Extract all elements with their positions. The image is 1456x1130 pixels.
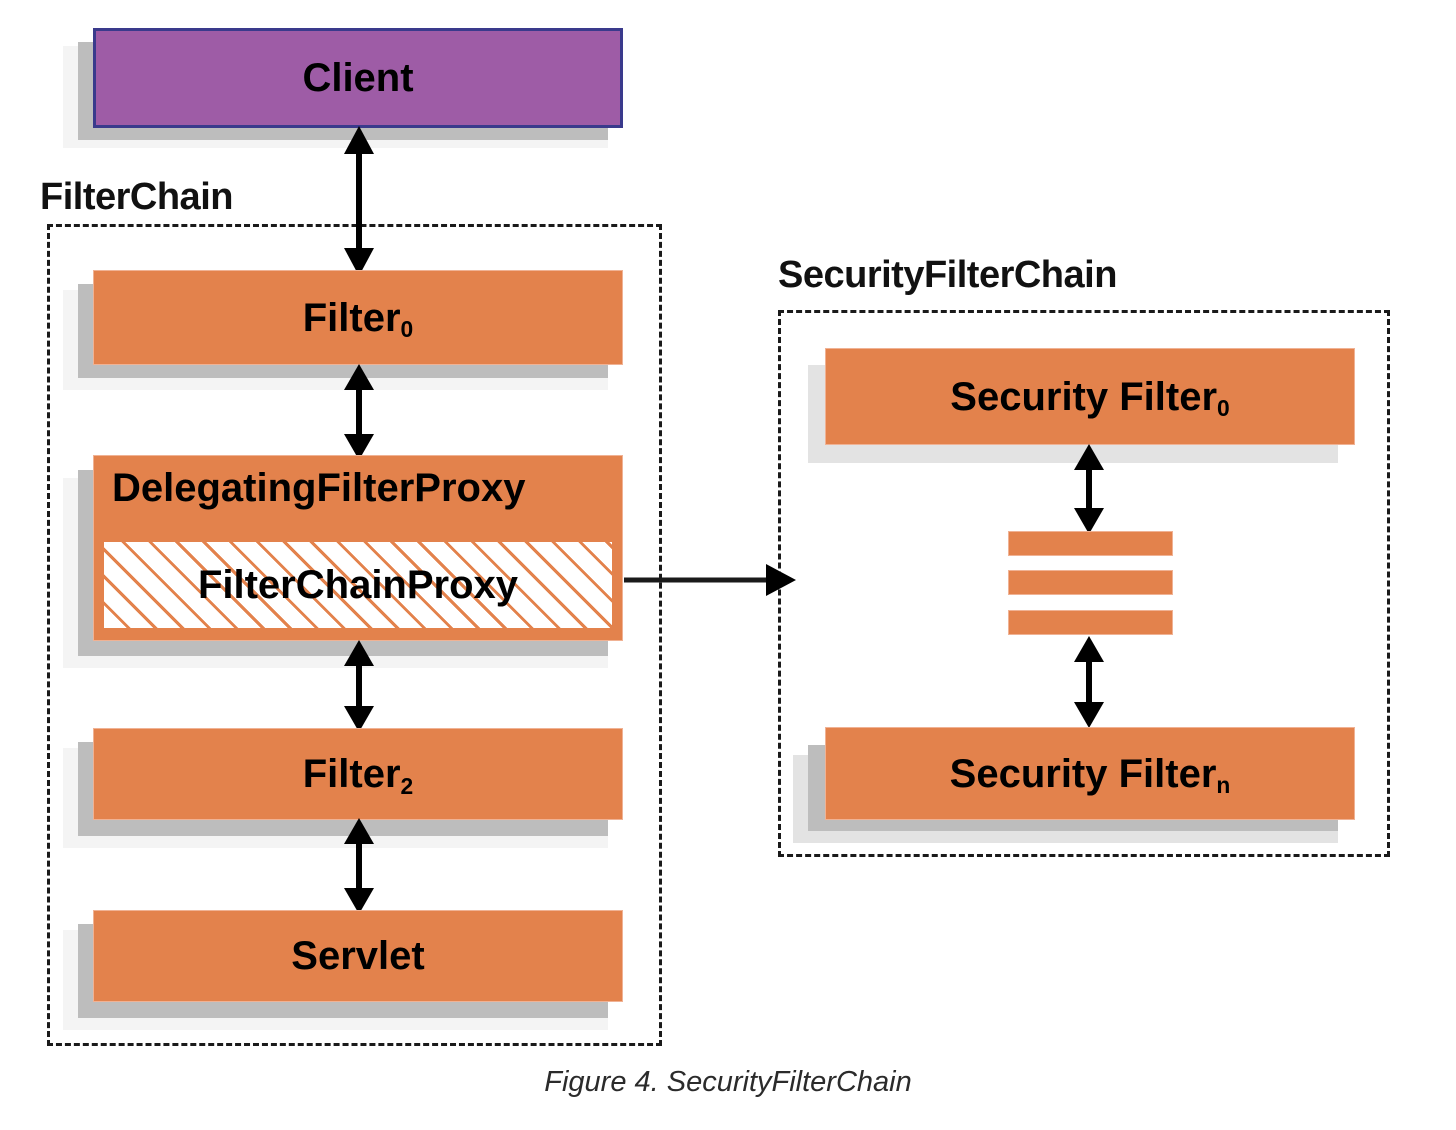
arrow-ellipsis-security-filtern [1074, 636, 1104, 728]
node-filter0[interactable]: Filter0 [93, 270, 623, 365]
node-client[interactable]: Client [93, 28, 623, 128]
node-servlet-label: Servlet [291, 934, 425, 978]
node-security-filtern-label: Security Filtern [949, 751, 1231, 799]
arrow-dfp-filter2 [344, 640, 374, 732]
node-filter2-label: Filter2 [302, 752, 414, 799]
arrow-filter2-servlet [344, 818, 374, 914]
arrow-fcp-to-security-filter-chain [624, 564, 796, 596]
ellipsis-bar-2 [1008, 570, 1173, 595]
ellipsis-bar-3 [1008, 610, 1173, 635]
node-security-filter0-label: Security Filter0 [950, 374, 1230, 422]
node-servlet[interactable]: Servlet [93, 910, 623, 1002]
node-filter2[interactable]: Filter2 [93, 728, 623, 820]
node-filter0-label: Filter0 [302, 295, 414, 343]
figure-caption: Figure 4. SecurityFilterChain [544, 1066, 912, 1098]
node-delegating-filter-proxy-label: DelegatingFilterProxy [112, 466, 526, 510]
security-filter-chain-group-label: SecurityFilterChain [778, 254, 1117, 296]
arrow-security-filter0-ellipsis [1074, 444, 1104, 534]
node-filter-chain-proxy[interactable]: FilterChainProxy [102, 540, 614, 630]
filter-chain-group-box [47, 224, 662, 1046]
filter-chain-group-label: FilterChain [40, 176, 233, 218]
node-delegating-filter-proxy[interactable]: DelegatingFilterProxy FilterChainProxy [93, 455, 623, 641]
node-client-label: Client [302, 56, 414, 100]
node-security-filtern[interactable]: Security Filtern [825, 727, 1355, 820]
arrow-client-filter0 [344, 126, 374, 276]
arrow-filter0-dfp [344, 364, 374, 460]
node-security-filter0[interactable]: Security Filter0 [825, 348, 1355, 445]
node-filter-chain-proxy-label: FilterChainProxy [197, 562, 519, 607]
ellipsis-bar-1 [1008, 531, 1173, 556]
